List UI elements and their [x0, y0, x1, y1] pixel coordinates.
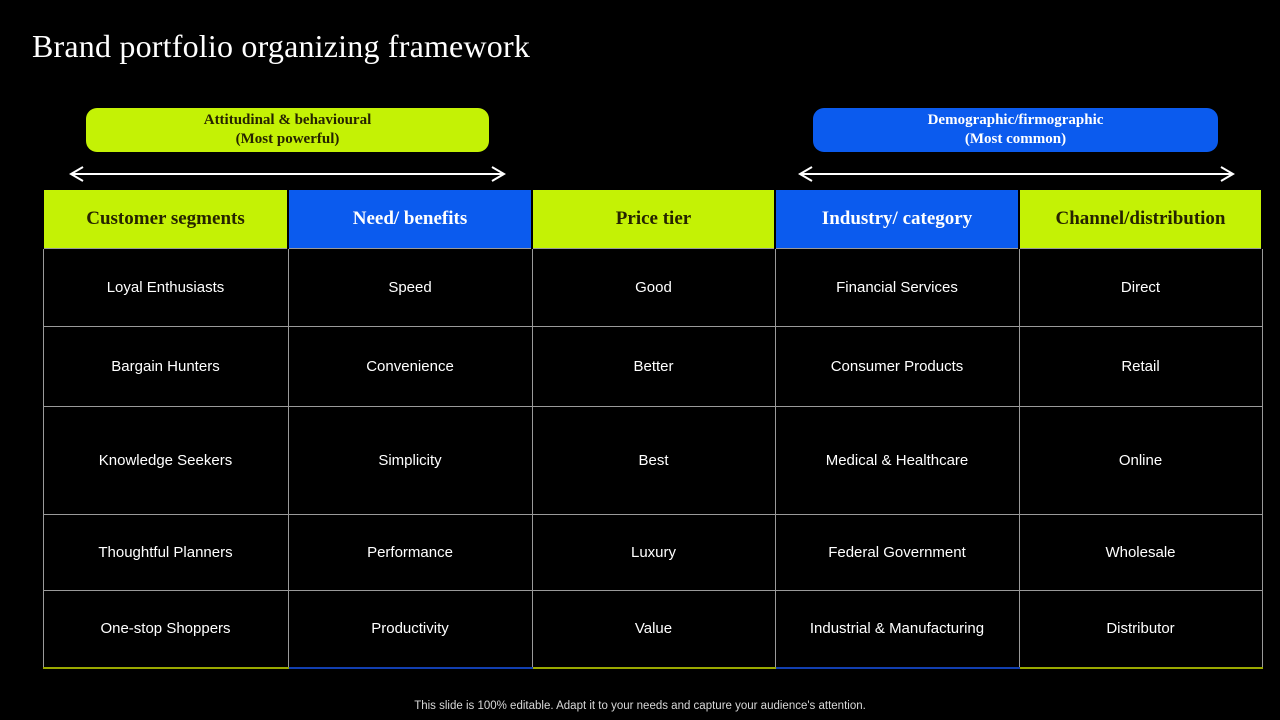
pill-blue-line1: Demographic/firmographic [927, 112, 1104, 128]
cell-channel-distribution-5[interactable]: Distributor [1018, 589, 1263, 669]
pill-blue-line2: (Most common) [964, 131, 1067, 147]
table-header-row: Customer segments Need/ benefits Price t… [42, 190, 1263, 248]
cell-price-tier-4[interactable]: Luxury [531, 513, 776, 591]
pill-attitudinal-behavioural: Attitudinal & behavioural (Most powerful… [86, 108, 489, 152]
cell-channel-distribution-1[interactable]: Direct [1018, 247, 1263, 327]
cell-industry-category-1[interactable]: Financial Services [774, 247, 1020, 327]
cell-need-benefits-2[interactable]: Convenience [287, 325, 533, 407]
cell-industry-category-2[interactable]: Consumer Products [774, 325, 1020, 407]
cell-industry-category-5[interactable]: Industrial & Manufacturing [774, 589, 1020, 669]
cell-need-benefits-5[interactable]: Productivity [287, 589, 533, 669]
table-row: Bargain Hunters Convenience Better Consu… [42, 325, 1263, 407]
cell-channel-distribution-2[interactable]: Retail [1018, 325, 1263, 407]
double-headed-arrow-icon-left [66, 165, 509, 183]
cell-customer-segments-3[interactable]: Knowledge Seekers [42, 405, 289, 515]
table-row: One-stop Shoppers Productivity Value Ind… [42, 589, 1263, 669]
column-header-industry-category[interactable]: Industry/ category [774, 190, 1020, 248]
cell-channel-distribution-4[interactable]: Wholesale [1018, 513, 1263, 591]
table-row: Knowledge Seekers Simplicity Best Medica… [42, 405, 1263, 515]
cell-industry-category-3[interactable]: Medical & Healthcare [774, 405, 1020, 515]
page-title: Brand portfolio organizing framework [32, 28, 531, 64]
pill-green-line2: (Most powerful) [235, 131, 340, 147]
cell-industry-category-4[interactable]: Federal Government [774, 513, 1020, 591]
double-headed-arrow-icon [69, 166, 506, 182]
cell-need-benefits-3[interactable]: Simplicity [287, 405, 533, 515]
table-row: Loyal Enthusiasts Speed Good Financial S… [42, 247, 1263, 327]
cell-price-tier-3[interactable]: Best [531, 405, 776, 515]
column-header-price-tier[interactable]: Price tier [531, 190, 776, 248]
cell-customer-segments-1[interactable]: Loyal Enthusiasts [42, 247, 289, 327]
cell-channel-distribution-3[interactable]: Online [1018, 405, 1263, 515]
column-header-customer-segments[interactable]: Customer segments [42, 190, 289, 248]
cell-customer-segments-5[interactable]: One-stop Shoppers [42, 589, 289, 669]
pill-demographic-firmographic: Demographic/firmographic (Most common) [813, 108, 1218, 152]
table-row: Thoughtful Planners Performance Luxury F… [42, 513, 1263, 591]
double-headed-arrow-icon-right [795, 165, 1238, 183]
cell-need-benefits-4[interactable]: Performance [287, 513, 533, 591]
cell-price-tier-1[interactable]: Good [531, 247, 776, 327]
cell-customer-segments-2[interactable]: Bargain Hunters [42, 325, 289, 407]
cell-need-benefits-1[interactable]: Speed [287, 247, 533, 327]
cell-price-tier-2[interactable]: Better [531, 325, 776, 407]
pill-green-line1: Attitudinal & behavioural [203, 112, 372, 128]
editable-slide-note: This slide is 100% editable. Adapt it to… [414, 700, 866, 712]
column-header-need-benefits[interactable]: Need/ benefits [287, 190, 533, 248]
double-headed-arrow-icon [798, 166, 1235, 182]
cell-price-tier-5[interactable]: Value [531, 589, 776, 669]
column-header-channel-distribution[interactable]: Channel/distribution [1018, 190, 1263, 248]
brand-portfolio-matrix: Customer segments Need/ benefits Price t… [42, 190, 1263, 669]
cell-customer-segments-4[interactable]: Thoughtful Planners [42, 513, 289, 591]
